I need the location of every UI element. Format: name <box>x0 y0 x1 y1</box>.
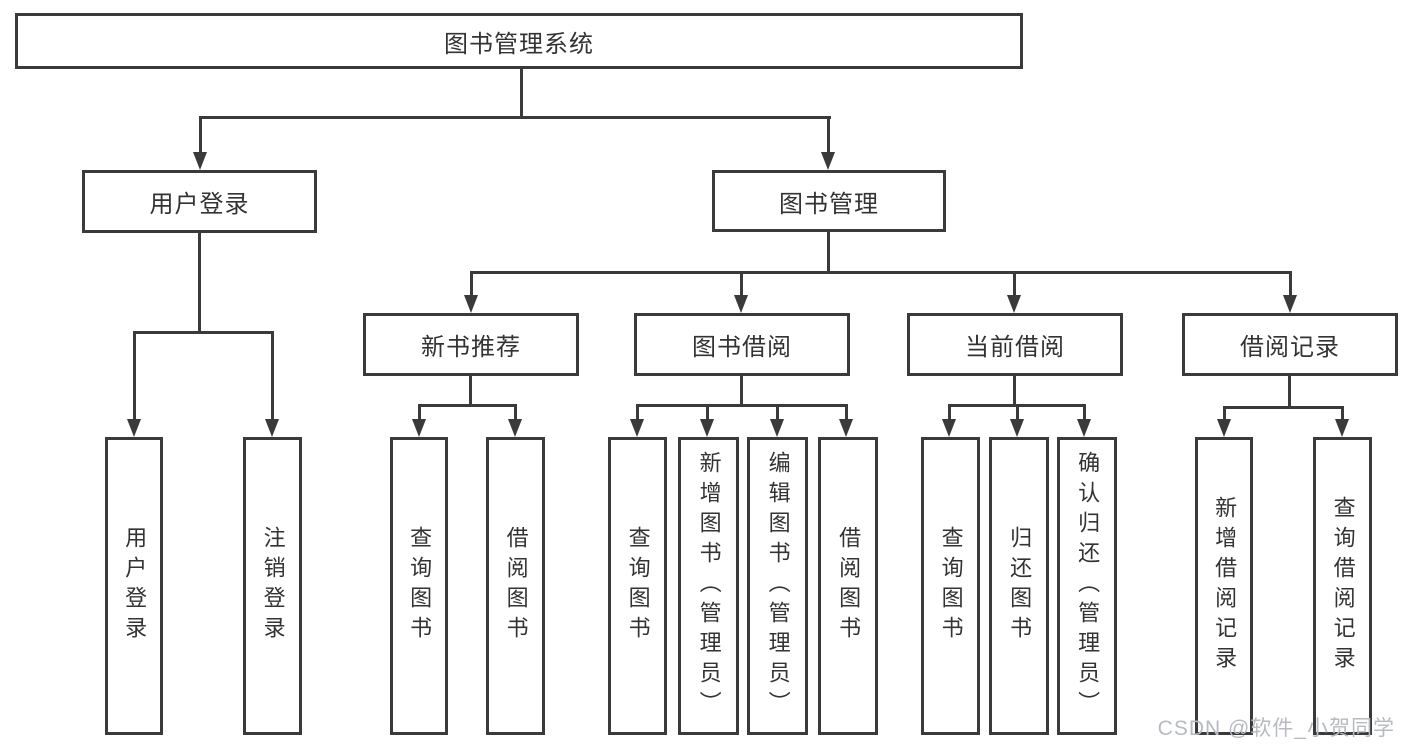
leaf-borrow-edit-admin: 编辑图书（管理员） <box>747 437 808 735</box>
leaf-record-query: 查询借阅记录 <box>1313 437 1372 735</box>
arrowhead-icon <box>1283 295 1297 313</box>
leaf-current-confirm-admin: 确认归还（管理员） <box>1057 437 1117 735</box>
connector-bookmgmt-drop-newbook <box>470 271 473 297</box>
node-book-borrow: 图书借阅 <box>634 313 850 376</box>
node-root-label: 图书管理系统 <box>444 30 594 58</box>
connector-newbook-trunk <box>469 376 472 407</box>
arrowhead-icon <box>193 152 207 170</box>
connector-login-rail <box>133 331 274 334</box>
arrowhead-icon <box>734 295 748 313</box>
connector-newbook-drop-1 <box>418 404 421 421</box>
node-user-login: 用户登录 <box>82 170 317 233</box>
node-root: 图书管理系统 <box>15 13 1023 69</box>
arrowhead-icon <box>1077 419 1091 437</box>
connector-record-drop-2 <box>1341 406 1344 421</box>
node-user-login-label: 用户登录 <box>149 191 250 218</box>
connector-root-drop-bookmgmt <box>827 116 830 154</box>
connector-record-trunk <box>1288 376 1291 409</box>
connector-login-trunk <box>198 233 201 333</box>
arrowhead-icon <box>1335 419 1349 437</box>
node-book-mgmt: 图书管理 <box>712 170 946 232</box>
arrowhead-icon <box>1007 295 1021 313</box>
connector-borrow-drop-1 <box>636 404 639 421</box>
connector-newbook-rail <box>418 404 517 407</box>
arrowhead-icon <box>630 419 644 437</box>
node-current-borrow-label: 当前借阅 <box>965 334 1065 361</box>
leaf-current-query: 查询图书 <box>921 437 980 735</box>
leaf-newbook-query-label: 查询图书 <box>407 526 433 646</box>
arrowhead-icon <box>1010 419 1024 437</box>
leaf-borrow-edit-admin-label: 编辑图书（管理员） <box>765 451 791 721</box>
arrowhead-icon <box>1217 419 1231 437</box>
connector-record-rail <box>1223 406 1344 409</box>
connector-borrow-drop-4 <box>845 404 848 421</box>
leaf-borrow-add-admin-label: 新增图书（管理员） <box>696 451 722 721</box>
leaf-record-add-label: 新增借阅记录 <box>1212 496 1238 676</box>
connector-borrow-rail <box>636 404 848 407</box>
connector-borrow-drop-3 <box>776 404 779 421</box>
leaf-current-return-label: 归还图书 <box>1007 526 1033 646</box>
connector-login-drop-2 <box>271 331 274 421</box>
arrowhead-icon <box>265 419 279 437</box>
leaf-record-add: 新增借阅记录 <box>1195 437 1253 735</box>
connector-bookmgmt-trunk <box>827 232 830 273</box>
leaf-current-return: 归还图书 <box>989 437 1049 735</box>
node-new-book: 新书推荐 <box>363 313 579 376</box>
arrowhead-icon <box>839 419 853 437</box>
node-current-borrow: 当前借阅 <box>907 313 1123 376</box>
leaf-newbook-borrow: 借阅图书 <box>486 437 545 735</box>
leaf-logout-label: 注销登录 <box>260 526 286 646</box>
connector-borrow-trunk <box>740 376 743 407</box>
arrowhead-icon <box>770 419 784 437</box>
connector-current-drop-1 <box>948 404 951 421</box>
arrowhead-icon <box>821 152 835 170</box>
connector-bookmgmt-rail <box>470 271 1292 274</box>
leaf-borrow-query-label: 查询图书 <box>625 526 651 646</box>
connector-current-trunk <box>1013 376 1016 407</box>
connector-record-drop-1 <box>1223 406 1226 421</box>
connector-bookmgmt-drop-record <box>1289 271 1292 297</box>
leaf-logout: 注销登录 <box>243 437 302 735</box>
watermark: CSDN @软件_小贺同学 <box>1157 717 1395 740</box>
arrowhead-icon <box>412 419 426 437</box>
leaf-borrow-borrow: 借阅图书 <box>818 437 878 735</box>
connector-root-trunk <box>520 69 523 119</box>
leaf-borrow-query: 查询图书 <box>608 437 667 735</box>
connector-login-drop-1 <box>133 331 136 421</box>
leaf-current-confirm-admin-label: 确认归还（管理员） <box>1075 451 1101 721</box>
leaf-newbook-query: 查询图书 <box>390 437 448 735</box>
node-borrow-record: 借阅记录 <box>1182 313 1398 376</box>
leaf-user-login: 用户登录 <box>105 437 163 735</box>
arrowhead-icon <box>700 419 714 437</box>
leaf-borrow-add-admin: 新增图书（管理员） <box>678 437 739 735</box>
leaf-current-query-label: 查询图书 <box>938 526 964 646</box>
connector-borrow-drop-2 <box>706 404 709 421</box>
arrowhead-icon <box>942 419 956 437</box>
node-new-book-label: 新书推荐 <box>421 334 521 361</box>
leaf-record-query-label: 查询借阅记录 <box>1330 496 1356 676</box>
node-book-mgmt-label: 图书管理 <box>779 190 879 218</box>
arrowhead-icon <box>127 419 141 437</box>
connector-newbook-drop-2 <box>514 404 517 421</box>
connector-current-drop-3 <box>1083 404 1086 421</box>
leaf-newbook-borrow-label: 借阅图书 <box>503 526 529 646</box>
leaf-user-login-label: 用户登录 <box>122 526 148 646</box>
connector-bookmgmt-drop-current <box>1013 271 1016 297</box>
node-book-borrow-label: 图书借阅 <box>692 334 792 361</box>
connector-current-drop-2 <box>1016 404 1019 421</box>
leaf-borrow-borrow-label: 借阅图书 <box>836 526 862 646</box>
arrowhead-icon <box>464 295 478 313</box>
arrowhead-icon <box>508 419 522 437</box>
connector-root-drop-login <box>199 116 202 154</box>
connector-bookmgmt-drop-borrow <box>740 271 743 297</box>
node-borrow-record-label: 借阅记录 <box>1240 334 1340 361</box>
connector-root-rail <box>199 116 831 119</box>
